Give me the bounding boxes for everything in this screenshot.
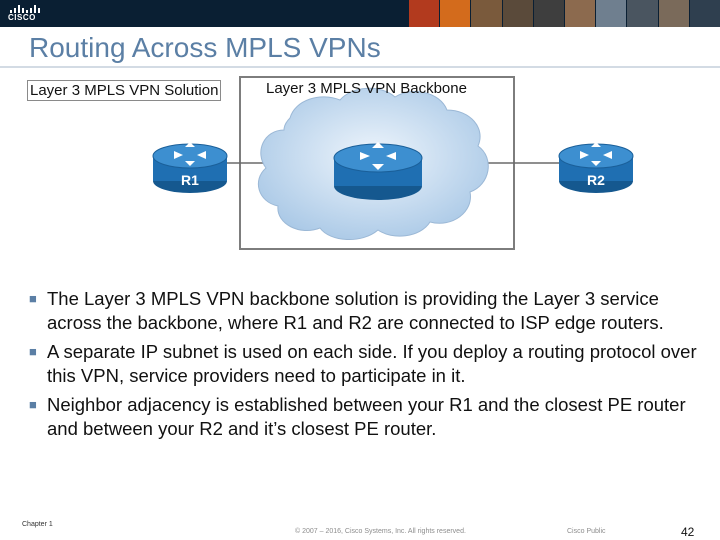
bullet-list: ■ The Layer 3 MPLS VPN backbone solution …: [29, 287, 709, 446]
backbone-router-icon: [334, 142, 422, 200]
bullet-item: ■ The Layer 3 MPLS VPN backbone solution …: [29, 287, 709, 334]
footer-copyright: © 2007 – 2016, Cisco Systems, Inc. All r…: [295, 528, 466, 535]
footer-classification: Cisco Public: [567, 528, 606, 535]
label-mpls-backbone: Layer 3 MPLS VPN Backbone: [266, 80, 467, 97]
label-mpls-solution: Layer 3 MPLS VPN Solution: [27, 80, 221, 101]
bullet-text: A separate IP subnet is used on each sid…: [47, 341, 697, 386]
page-number: 42: [681, 525, 694, 539]
bullet-square-icon: ■: [29, 340, 37, 364]
router-r1-icon: R1: [153, 142, 227, 193]
bullet-square-icon: ■: [29, 287, 37, 311]
network-diagram: R1 R2: [0, 0, 720, 270]
bullet-square-icon: ■: [29, 393, 37, 417]
router-r2-icon: R2: [559, 142, 633, 193]
router-r2-label: R2: [587, 172, 605, 188]
bullet-item: ■ A separate IP subnet is used on each si…: [29, 340, 709, 387]
footer-chapter: Chapter 1: [22, 521, 53, 528]
bullet-item: ■ Neighbor adjacency is established betwe…: [29, 393, 709, 440]
router-r1-label: R1: [181, 172, 199, 188]
bullet-text: Neighbor adjacency is established betwee…: [47, 394, 686, 439]
bullet-text: The Layer 3 MPLS VPN backbone solution i…: [47, 288, 664, 333]
